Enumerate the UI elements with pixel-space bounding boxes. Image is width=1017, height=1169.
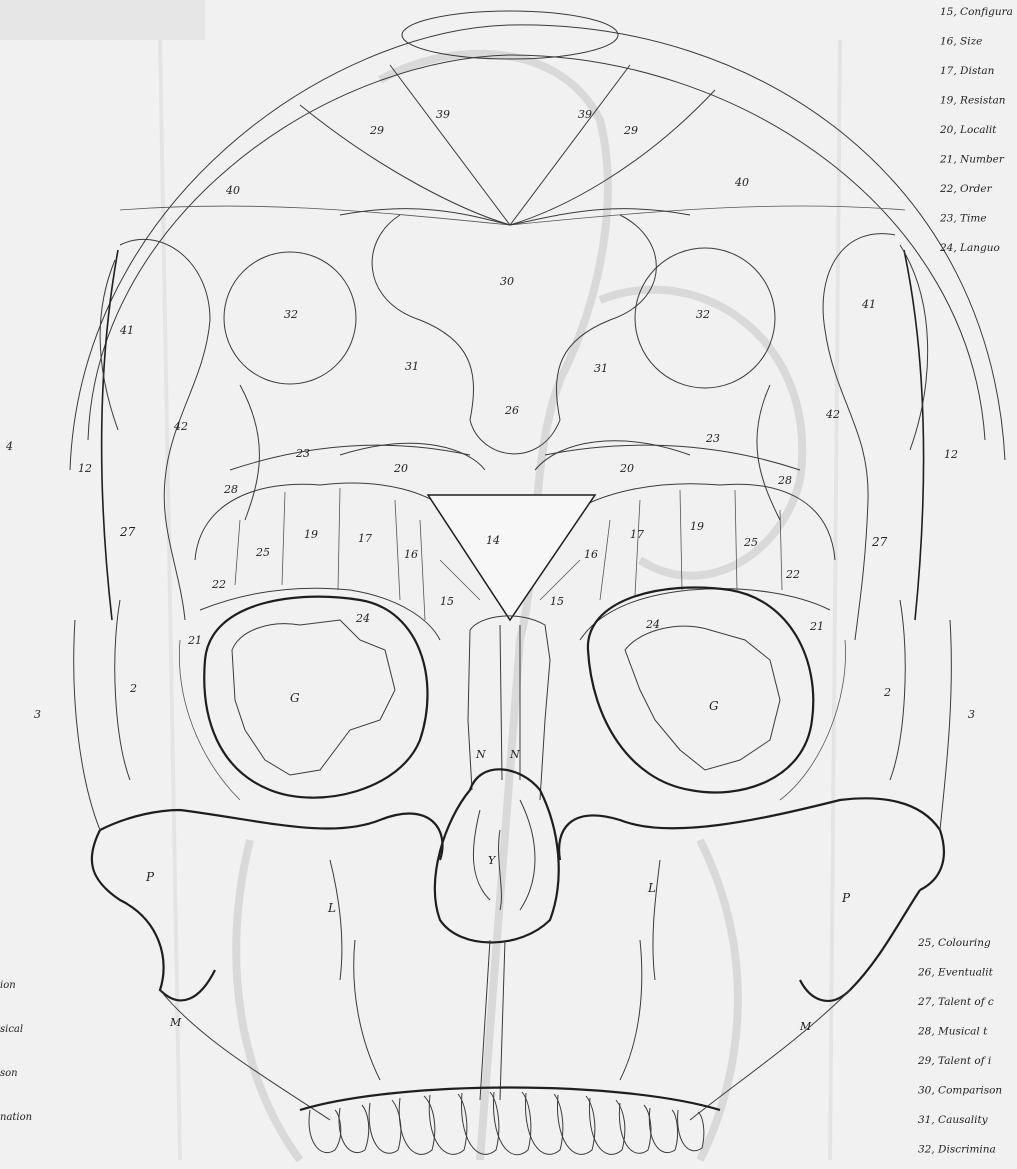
region-41-right: 41 [861,298,876,311]
region-42-left: 42 [173,420,188,433]
legend-top-item-8: 24, Languo [939,242,1000,254]
nasal-region [435,616,559,1100]
face-lower-structure [74,600,952,1120]
region-30: 30 [500,275,514,288]
region-16-right: 16 [584,548,598,561]
region-N-right: N [509,748,520,761]
region-M-right: M [799,1020,812,1033]
region-32-left: 32 [284,308,298,321]
region-21-right: 21 [809,620,824,633]
region-25-left: 25 [255,546,270,559]
region-12-left: 12 [78,462,92,475]
region-42-right: 42 [825,408,840,421]
region-29-right: 29 [623,124,638,137]
left-fragment-1: sical [0,1024,23,1035]
region-2-right: 2 [883,686,891,699]
legend-top: 15, Configura 16, Size 17, Distan 19, Resis… [939,6,1013,254]
region-L-left: L [327,901,336,915]
region-23-left: 23 [295,447,310,460]
legend-bottom-item-6: 31, Causality [918,1114,989,1126]
region-2-left: 2 [129,682,137,695]
left-fragment-2: son [0,1068,18,1079]
region-16-left: 16 [404,548,418,561]
region-40-left: 40 [225,184,240,197]
legend-top-item-1: 16, Size [940,36,982,48]
legend-top-item-0: 15, Configura [940,6,1013,18]
region-15-left: 15 [440,595,454,608]
region-39-left: 39 [436,108,450,121]
legend-bottom-item-3: 28, Musical t [917,1026,988,1038]
legend-bottom: 25, Colouring 26, Eventualit 27, Talent of… [917,937,1002,1156]
legend-bottom-item-5: 30, Comparison [918,1085,1002,1097]
region-39-right: 39 [578,108,592,121]
region-12-right: 12 [944,448,958,461]
legend-top-item-2: 17, Distan [940,65,995,77]
region-M-left: M [169,1016,182,1029]
region-17-left: 17 [358,532,372,545]
legend-bottom-item-0: 25, Colouring [917,937,991,949]
region-P-right: P [841,891,851,905]
region-22-left: 22 [211,578,226,591]
region-N-left: N [475,748,486,761]
region-31-right: 31 [594,362,608,375]
left-fragment-3: nation [0,1112,32,1123]
region-19-left: 19 [304,528,318,541]
region-26: 26 [504,404,519,417]
region-G-left: G [290,691,300,705]
region-22-right: 22 [785,568,800,581]
left-edge-fragments: ion sical son nation [0,980,32,1123]
region-24-left: 24 [355,612,370,625]
region-28-right: 28 [777,474,792,487]
region-3-left: 3 [34,708,41,721]
region-28-left: 28 [223,483,238,496]
region-27-right: 27 [871,535,888,549]
region-40-right: 40 [734,176,749,189]
legend-top-item-5: 21, Number [939,154,1005,166]
left-fragment-0: ion [0,980,16,991]
region-41-left: 41 [119,324,134,337]
region-3-right: 3 [968,708,975,721]
region-23-right: 23 [705,432,720,445]
legend-top-item-4: 20, Localit [939,124,997,136]
region-14: 14 [486,534,500,547]
region-25-right: 25 [743,536,758,549]
region-20-left: 20 [393,462,408,475]
region-29-left: 29 [369,124,384,137]
region-Y: Y [488,854,497,867]
legend-bottom-item-2: 27, Talent of c [917,996,994,1008]
teeth-row [300,1088,720,1155]
legend-bottom-item-4: 29, Talent of i [917,1055,991,1067]
region-L-right: L [647,881,656,895]
region-4: 4 [5,440,13,453]
legend-top-item-6: 22, Order [939,183,993,195]
legend-bottom-item-1: 26, Eventualit [917,967,994,979]
region-32-right: 32 [696,308,710,321]
region-24-right: 24 [645,618,660,631]
region-21-left: 21 [187,634,202,647]
legend-top-item-7: 23, Time [939,213,987,225]
region-20-right: 20 [619,462,634,475]
region-G-right: G [709,699,719,713]
region-27-left: 27 [119,525,136,539]
ghost-background-figure [0,0,840,1160]
region-31-left: 31 [405,360,419,373]
legend-top-item-3: 19, Resistan [940,95,1006,107]
region-15-right: 15 [550,595,564,608]
region-P-left: P [145,870,155,884]
region-19-right: 19 [690,520,704,533]
legend-bottom-item-7: 32, Discrimina [918,1144,996,1156]
region-17-right: 17 [630,528,644,541]
